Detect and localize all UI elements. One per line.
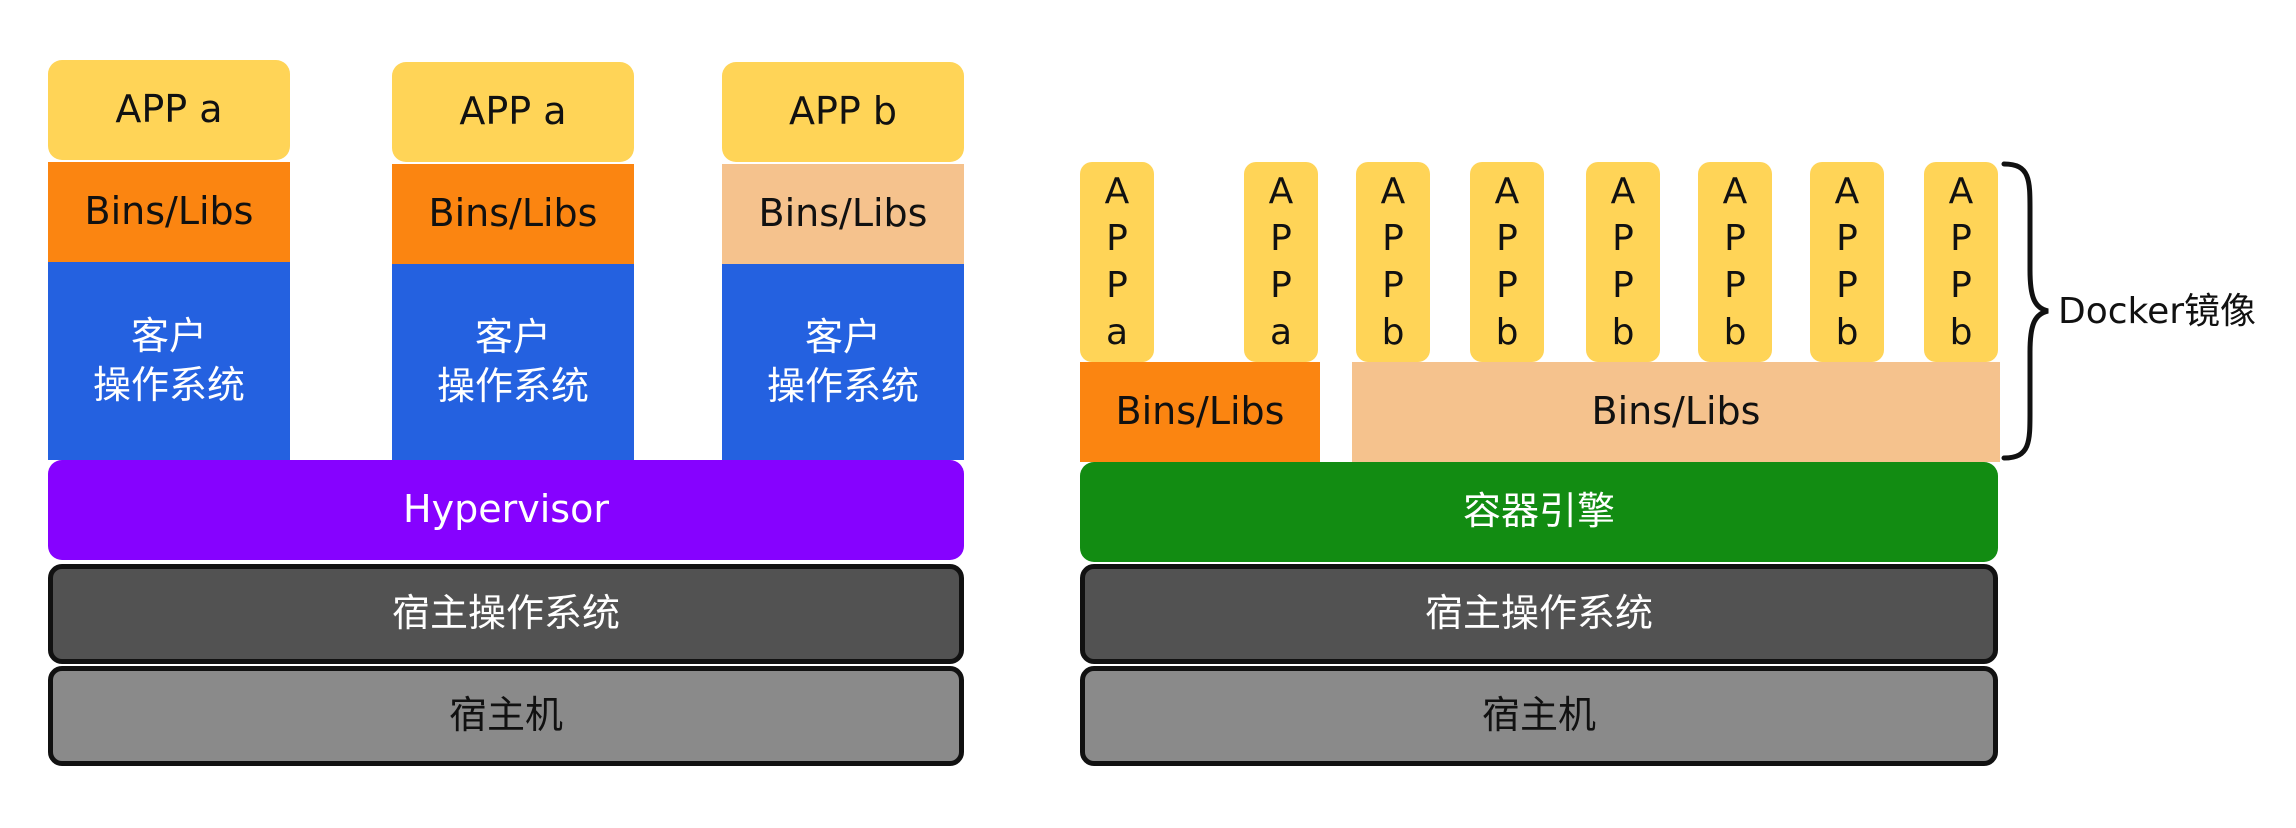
vm-bins-1: Bins/Libs: [48, 162, 290, 262]
app-letter: b: [1949, 311, 1973, 353]
app-letter: b: [1495, 311, 1519, 353]
app-letter: P: [1382, 264, 1404, 306]
app-letter: P: [1612, 264, 1634, 306]
app-letter: A: [1268, 170, 1294, 212]
docker-image-label: Docker镜像: [2058, 291, 2257, 332]
container-bins-2: Bins/Libs: [1352, 362, 2000, 462]
app-letter: A: [1834, 170, 1860, 212]
app-letter: P: [1950, 264, 1972, 306]
app-letter: A: [1722, 170, 1748, 212]
app-letter: b: [1723, 311, 1747, 353]
vm-bins-3: Bins/Libs: [722, 164, 964, 264]
hypervisor-layer: Hypervisor: [48, 460, 964, 560]
app-letter: P: [1612, 217, 1634, 259]
app-letter: P: [1382, 217, 1404, 259]
container-engine-layer: 容器引擎: [1080, 462, 1998, 562]
app-letter: b: [1611, 311, 1635, 353]
vm-host-os-layer: 宿主操作系统: [48, 564, 964, 664]
vm-host-machine-layer: 宿主机: [48, 666, 964, 766]
app-letter: P: [1270, 264, 1292, 306]
app-letter: P: [1950, 217, 1972, 259]
docker-image-brace: [2001, 161, 2049, 461]
app-letter: P: [1496, 264, 1518, 306]
app-letter: P: [1836, 217, 1858, 259]
container-host-machine-layer: 宿主机: [1080, 666, 1998, 766]
app-letter: P: [1496, 217, 1518, 259]
app-letter: a: [1105, 311, 1129, 353]
vm-guest-os-3: 客户 操作系统: [722, 264, 964, 460]
app-letter: P: [1270, 217, 1292, 259]
vm-app-2: APP a: [392, 62, 634, 162]
app-letter: b: [1835, 311, 1859, 353]
app-letter: P: [1724, 264, 1746, 306]
app-letter: A: [1494, 170, 1520, 212]
app-letter: P: [1106, 264, 1128, 306]
vm-bins-2: Bins/Libs: [392, 164, 634, 264]
app-letter: a: [1269, 311, 1293, 353]
vm-guest-os-2: 客户 操作系统: [392, 264, 634, 460]
app-letter: P: [1836, 264, 1858, 306]
container-host-os-layer: 宿主操作系统: [1080, 564, 1998, 664]
app-letter: P: [1724, 217, 1746, 259]
app-letter: P: [1106, 217, 1128, 259]
vm-app-1: APP a: [48, 60, 290, 160]
app-letter: A: [1610, 170, 1636, 212]
container-bins-1: Bins/Libs: [1080, 362, 1320, 462]
app-letter: A: [1948, 170, 1974, 212]
vm-guest-os-1: 客户 操作系统: [48, 262, 290, 460]
app-letter: b: [1381, 311, 1405, 353]
app-letter: A: [1104, 170, 1130, 212]
app-letter: A: [1380, 170, 1406, 212]
vm-app-3: APP b: [722, 62, 964, 162]
